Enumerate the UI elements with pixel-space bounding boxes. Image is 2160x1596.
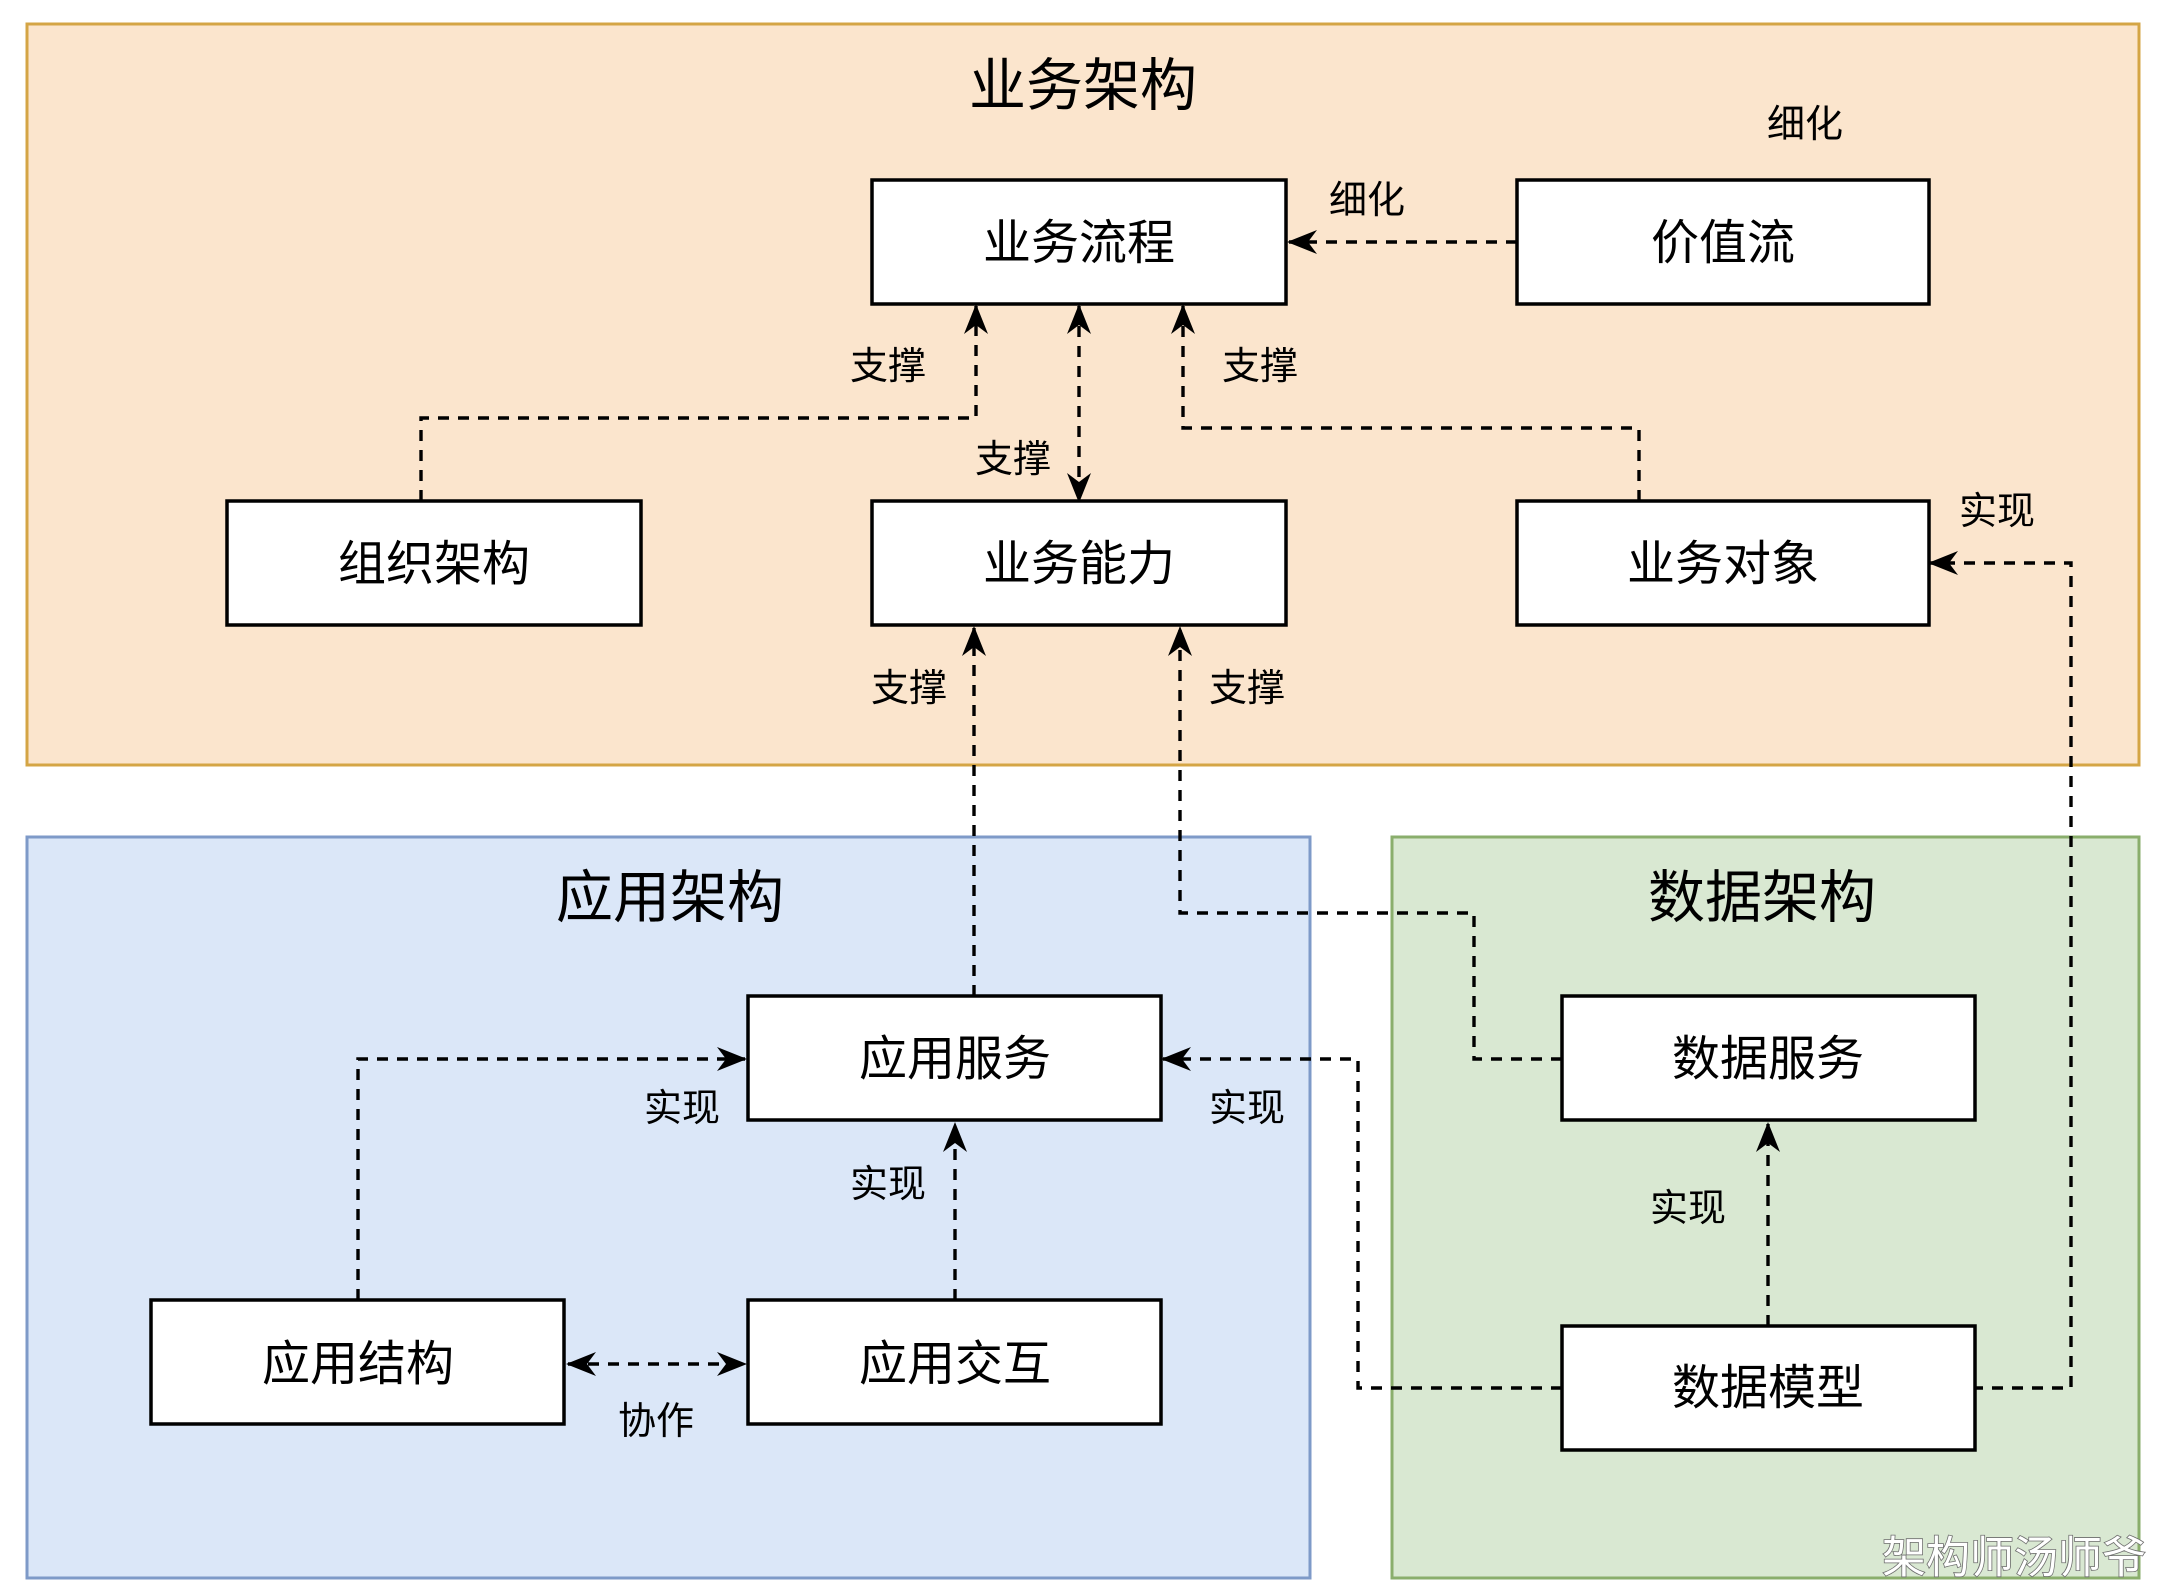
node-business-process-label: 业务流程: [983, 215, 1175, 271]
label-refine-top: 细化: [1767, 102, 1843, 146]
label-realize-application-structure: 实现: [644, 1086, 720, 1130]
node-data-service[interactable]: 数据服务: [1560, 994, 1977, 1122]
node-data-model-label: 数据模型: [1672, 1360, 1864, 1416]
node-application-interaction[interactable]: 应用交互: [746, 1298, 1163, 1426]
label-realize-data-service: 实现: [1650, 1186, 1726, 1230]
business-architecture-title: 业务架构: [969, 53, 1197, 119]
label-support-organization: 支撑: [850, 344, 926, 388]
node-data-service-label: 数据服务: [1672, 1031, 1864, 1087]
label-support-business-object: 支撑: [1222, 344, 1298, 388]
node-value-stream[interactable]: 价值流: [1515, 178, 1931, 306]
label-support-data-service: 支撑: [1209, 666, 1285, 710]
edge-organization-to-business-process: [419, 304, 988, 501]
label-realize-application-interaction: 实现: [850, 1162, 926, 1206]
node-application-service[interactable]: 应用服务: [746, 994, 1163, 1122]
node-organization-label: 组织架构: [338, 536, 530, 592]
node-data-model[interactable]: 数据模型: [1560, 1324, 1977, 1452]
edge-data-model-to-business-object: [1928, 551, 2073, 1390]
node-value-stream-label: 价值流: [1651, 215, 1795, 271]
label-support-application-service: 支撑: [871, 666, 947, 710]
label-support-business-capability: 支撑: [975, 437, 1051, 481]
watermark-text: 架构师汤师爷: [1882, 1533, 2146, 1584]
data-architecture-title: 数据架构: [1648, 865, 1876, 931]
label-realize-data-model-to-app-service: 实现: [1209, 1086, 1285, 1130]
node-application-interaction-label: 应用交互: [859, 1336, 1051, 1392]
label-realize-business-object: 实现: [1959, 489, 2035, 533]
node-business-object[interactable]: 业务对象: [1515, 499, 1931, 627]
label-refine-arrow: 细化: [1329, 178, 1405, 222]
data-architecture-region: [1390, 835, 2141, 1580]
edge-application-structure-to-application-service: [356, 1047, 747, 1300]
node-business-process[interactable]: 业务流程: [870, 178, 1288, 306]
application-architecture-region: [25, 835, 1312, 1580]
node-business-capability[interactable]: 业务能力: [870, 499, 1288, 627]
node-application-structure-label: 应用结构: [262, 1336, 454, 1392]
application-architecture-title: 应用架构: [556, 865, 784, 931]
node-application-structure[interactable]: 应用结构: [149, 1298, 566, 1426]
node-organization[interactable]: 组织架构: [225, 499, 643, 627]
edge-data-service-to-business-capability: [1168, 626, 1562, 1061]
node-business-capability-label: 业务能力: [983, 536, 1175, 592]
edge-business-object-to-business-process: [1171, 304, 1641, 501]
node-application-service-label: 应用服务: [859, 1031, 1051, 1087]
node-business-object-label: 业务对象: [1627, 536, 1819, 592]
label-collaborate: 协作: [618, 1399, 694, 1443]
edge-data-model-to-application-service: [1161, 1047, 1562, 1390]
